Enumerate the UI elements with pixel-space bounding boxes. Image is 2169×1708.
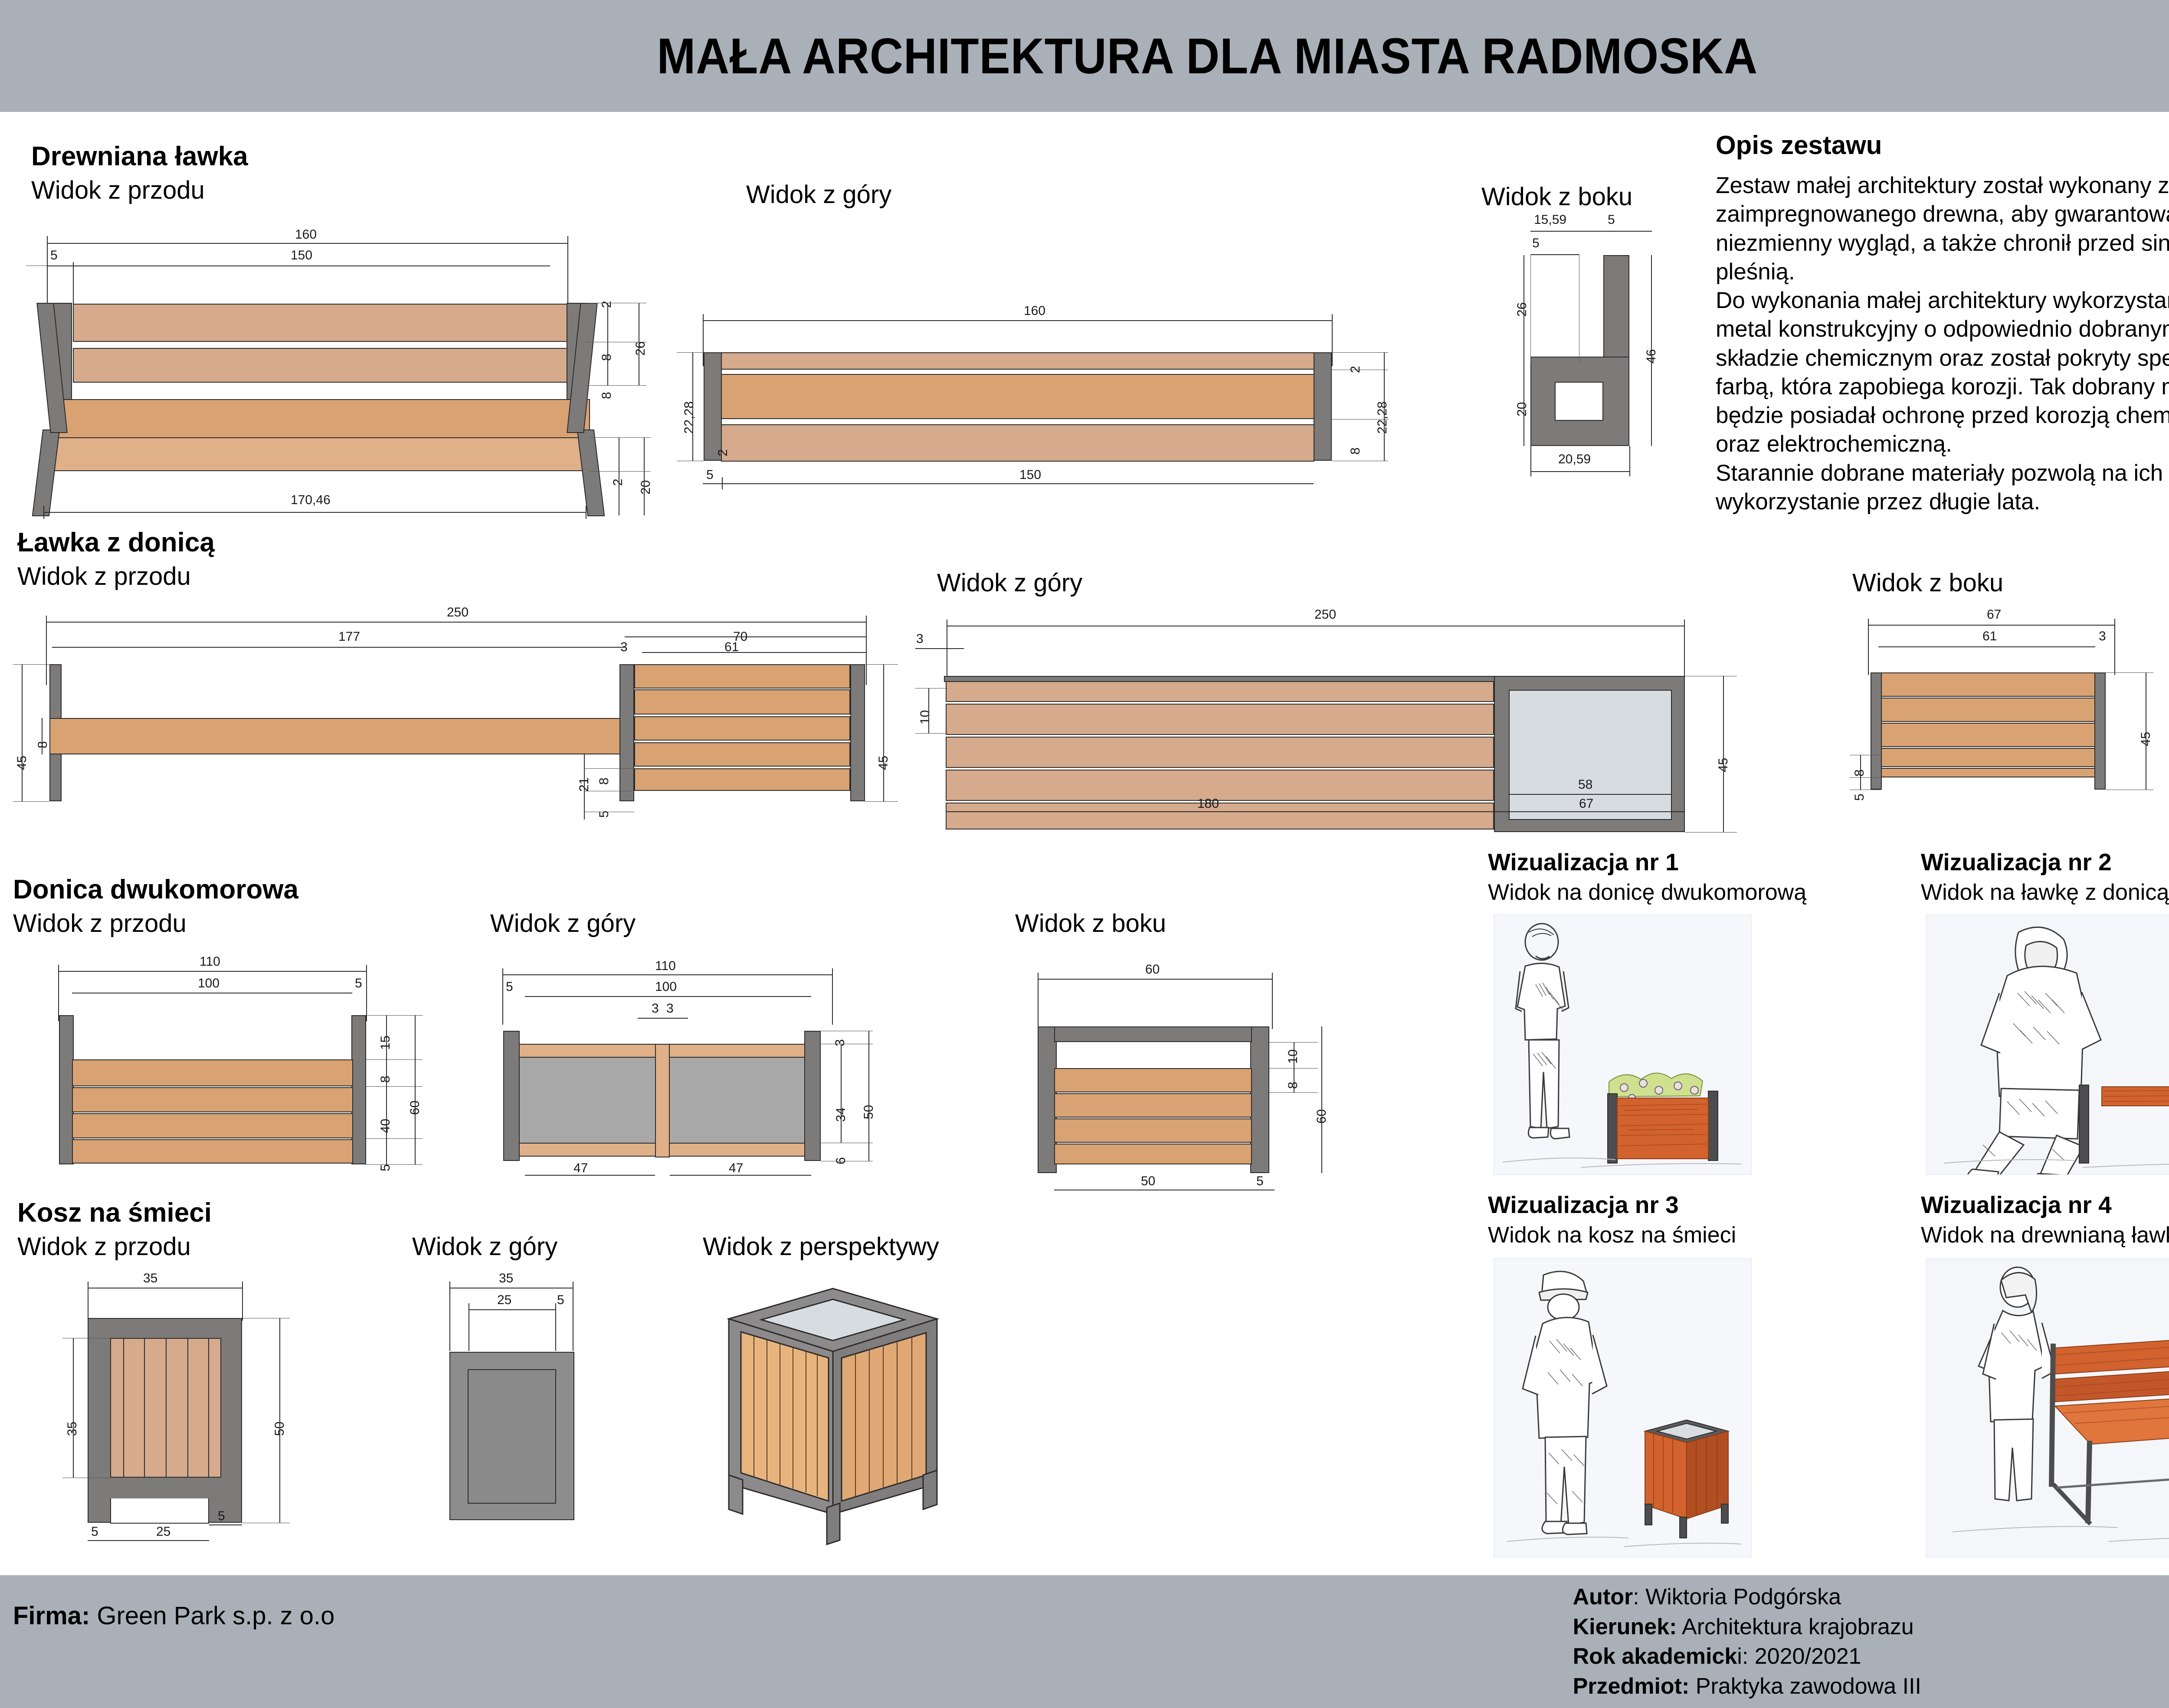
footer-przedmiot-value: Praktyka zawodowa III <box>1689 1673 1921 1699</box>
description-paragraph-3: Starannie dobrane materiały pozwolą na i… <box>1716 460 2163 515</box>
bench-top-view-label: Widok z góry <box>746 180 892 209</box>
visualization-2-title: Wizualizacja nr 2 Widok na ławkę z donic… <box>1921 849 2169 905</box>
footer-autor-label: Autor <box>1573 1584 1633 1610</box>
bin-3d-svg <box>726 1288 940 1546</box>
bench-planter-side-view-label: Widok z boku <box>1852 569 2004 597</box>
planter-side-drawing: 60 10 8 60 50 5 <box>1011 954 1349 1190</box>
bin-section-title: Kosz na śmieci <box>17 1198 212 1228</box>
footer-kierunek-row: Kierunek: Architektura krajobrazu <box>1573 1612 1921 1642</box>
description-block: Opis zestawu Zestaw małej architektury z… <box>1716 130 2169 516</box>
bin-front-drawing: 35 35 50 5 25 5 <box>48 1271 317 1549</box>
footer-rok-value: i: 2020/2021 <box>1737 1644 1861 1669</box>
footer-przedmiot-row: Przedmiot: Praktyka zawodowa III <box>1573 1672 1921 1701</box>
footer-kierunek-label: Kierunek: <box>1573 1614 1677 1639</box>
footer-kierunek-value: Architektura krajobrazu <box>1677 1614 1914 1639</box>
poster-footer: Firma: Green Park s.p. z o.o Autor: Wikt… <box>0 1575 2169 1708</box>
footer-rok-label: Rok akademick <box>1573 1644 1737 1669</box>
description-heading: Opis zestawu <box>1716 131 1882 160</box>
planter-side-view-label: Widok z boku <box>1015 909 1166 938</box>
bench-section-title: Drewniana ławka <box>31 141 248 171</box>
visualization-4-image <box>1926 1258 2169 1557</box>
visualization-1-title: Wizualizacja nr 1 Widok na donicę dwukom… <box>1488 849 1807 905</box>
footer-autor-value: : Wiktoria Podgórska <box>1633 1584 1841 1610</box>
footer-meta: Autor: Wiktoria Podgórska Kierunek: Arch… <box>1573 1582 1921 1701</box>
bench-planter-section-title: Ławka z donicą <box>17 528 215 557</box>
planter-front-view-label: Widok z przodu <box>13 909 187 938</box>
footer-firma-value <box>90 1602 97 1630</box>
bench-side-drawing: 15,59 5 5 26 20 46 20,59 <box>1505 213 1687 499</box>
planter-top-view-label: Widok z góry <box>490 909 636 938</box>
footer-firma-text: Green Park s.p. z o.o <box>97 1602 335 1630</box>
visualization-4-title: Wizualizacja nr 4 Widok na drewnianą ław… <box>1921 1191 2169 1248</box>
bench-planter-top-drawing: 250 3 10 45 180 58 67 <box>915 607 1766 833</box>
footer-autor-row: Autor: Wiktoria Podgórska <box>1573 1582 1921 1612</box>
planter-front-drawing: 110 100 5 15 8 40 5 60 <box>26 954 460 1180</box>
bench-side-view-label: Widok z boku <box>1481 183 1633 211</box>
bin-perspective-view-label: Widok z perspektywy <box>703 1233 939 1261</box>
planter-section-title: Donica dwukomorowa <box>13 875 298 905</box>
bin-top-view-label: Widok z góry <box>412 1233 558 1261</box>
bench-front-drawing: 160 5 150 2 8 8 26 2 20 <box>26 226 653 521</box>
bench-top-drawing: 160 22,28 22,28 2 2 8 5 150 <box>677 304 1414 489</box>
bin-top-drawing: 35 25 5 <box>421 1271 646 1540</box>
bench-planter-side-drawing: 67 61 3 45 8 5 <box>1844 607 2169 801</box>
poster-header: MAŁA ARCHITEKTURA DLA MIASTA RADMOSKA <box>0 0 2169 112</box>
visualization-1-image <box>1494 915 1752 1175</box>
footer-firma: Firma: Green Park s.p. z o.o <box>13 1601 334 1630</box>
bench-front-view-label: Widok z przodu <box>31 176 205 204</box>
visualization-3-title: Wizualizacja nr 3 Widok na kosz na śmiec… <box>1488 1191 1737 1248</box>
page-title: MAŁA ARCHITEKTURA DLA MIASTA RADMOSKA <box>657 28 1758 84</box>
visualization-2-image <box>1926 915 2169 1175</box>
description-paragraph-1: Zestaw małej architektury został wykonan… <box>1716 173 2169 285</box>
footer-rok-row: Rok akademicki: 2020/2021 <box>1573 1642 1921 1672</box>
description-paragraph-2: Do wykonania małej architektury wykorzys… <box>1716 288 2169 457</box>
visualization-3-image <box>1494 1258 1752 1557</box>
bin-perspective-drawing <box>703 1271 972 1549</box>
bench-planter-front-view-label: Widok z przodu <box>17 562 191 590</box>
footer-firma-label: Firma: <box>13 1602 90 1630</box>
footer-przedmiot-label: Przedmiot: <box>1573 1673 1690 1699</box>
planter-top-drawing: 110 5 100 3 3 3 34 6 50 47 47 <box>482 954 924 1180</box>
bench-planter-front-drawing: 250 177 70 61 3 45 8 45 21 <box>13 605 898 822</box>
bench-planter-top-view-label: Widok z góry <box>937 569 1083 597</box>
bin-front-view-label: Widok z przodu <box>17 1233 191 1261</box>
